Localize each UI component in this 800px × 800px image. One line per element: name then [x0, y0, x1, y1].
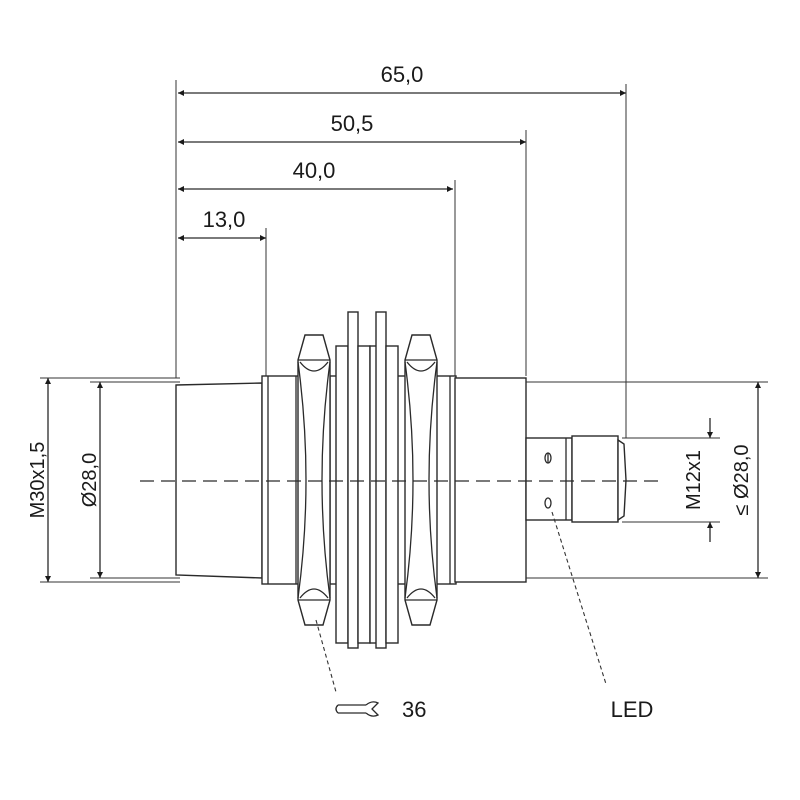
dim-overall-length: 65,0: [178, 62, 626, 96]
connector-sleeve: [525, 437, 573, 521]
dim-body-diameter: Ø28,0: [79, 381, 180, 579]
dim-sensing-face-length: 13,0: [178, 207, 266, 241]
diameter-symbol: Ø: [79, 492, 101, 508]
wrench-callout: 36: [315, 619, 426, 722]
nut-rear: [404, 334, 438, 626]
connector-diameter-value: 28,0: [731, 444, 753, 483]
connector-end: [617, 438, 627, 522]
extension-lines: [175, 80, 627, 438]
dim-thread-spec: M30x1,5: [27, 377, 180, 583]
dim-thread-length-label: 40,0: [293, 158, 336, 183]
dim-connector-diameter-label: ≤ Ø28,0: [731, 444, 753, 515]
thread-section-front: [261, 375, 303, 585]
rear-housing: [454, 377, 527, 583]
dim-body-diameter-label: Ø28,0: [79, 453, 101, 508]
dim-connector-thread: M12x1: [622, 418, 720, 542]
diameter-symbol-right: Ø: [731, 483, 753, 499]
diameter-value: 28,0: [79, 453, 101, 492]
connector: [525, 435, 627, 523]
dim-body-length-label: 50,5: [331, 111, 374, 136]
led-label: LED: [611, 697, 654, 722]
dim-thread-length: 40,0: [178, 158, 453, 192]
lock-washers: [335, 311, 399, 649]
dim-thread-spec-label: M30x1,5: [27, 442, 49, 519]
nut-front: [297, 334, 331, 626]
dim-body-length: 50,5: [178, 111, 526, 145]
wrench-size-label: 36: [402, 697, 426, 722]
wrench-icon: [335, 701, 380, 717]
dim-connector-diameter: ≤ Ø28,0: [526, 381, 768, 579]
dim-sensing-face-length-label: 13,0: [203, 207, 246, 232]
connector-thread: [571, 435, 619, 523]
dim-connector-thread-label: M12x1: [683, 450, 705, 510]
dim-overall-length-label: 65,0: [381, 62, 424, 87]
led-callout: LED: [551, 511, 654, 722]
less-equal-symbol: ≤: [731, 505, 753, 516]
led-indicator: [544, 452, 552, 509]
